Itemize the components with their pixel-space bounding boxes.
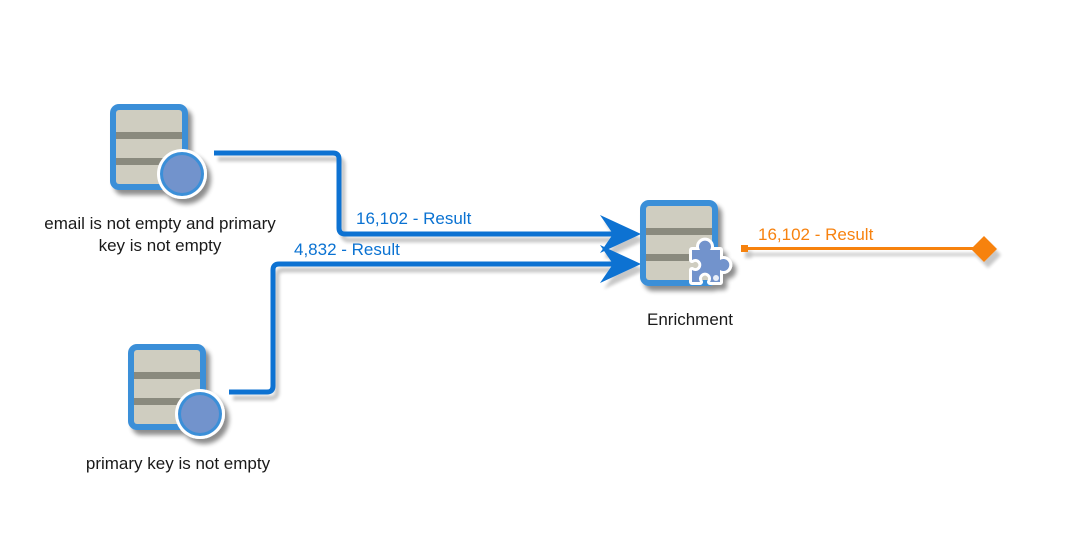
transition-line[interactable]	[214, 150, 618, 237]
query-node-email-primary-key[interactable]	[110, 104, 207, 199]
transition-label-query1[interactable]: 16,102 - Result	[356, 209, 472, 228]
query-node-primary-key[interactable]	[128, 344, 225, 439]
puzzle-piece-icon	[689, 237, 733, 285]
query-badge-icon	[157, 149, 207, 199]
node-label-line: email is not empty and primary	[44, 214, 276, 233]
node-label-line: key is not empty	[98, 236, 222, 255]
node-label-line: primary key is not empty	[85, 454, 271, 473]
transition-start-dot	[741, 245, 748, 252]
node-label-enrichment: Enrichment	[590, 309, 790, 331]
arrowhead-icon	[600, 215, 641, 253]
transition-line[interactable]	[229, 261, 618, 395]
transition-label-enrichment[interactable]: 16,102 - Result	[758, 225, 874, 244]
transition-enrichment-to-end[interactable]	[741, 236, 997, 262]
arrowhead-icon	[600, 245, 641, 283]
transition-query2-to-enrichment[interactable]	[229, 245, 641, 395]
enrichment-node[interactable]	[640, 200, 733, 286]
transition-query1-to-enrichment[interactable]	[214, 150, 641, 253]
node-label-query2: primary key is not empty	[28, 453, 328, 475]
query-badge-icon	[175, 389, 225, 439]
end-diamond-icon[interactable]	[971, 236, 997, 262]
node-label-query1: email is not empty and primary key is no…	[0, 213, 320, 257]
transition-label-query2[interactable]: 4,832 - Result	[294, 240, 400, 259]
node-label-line: Enrichment	[647, 310, 733, 329]
